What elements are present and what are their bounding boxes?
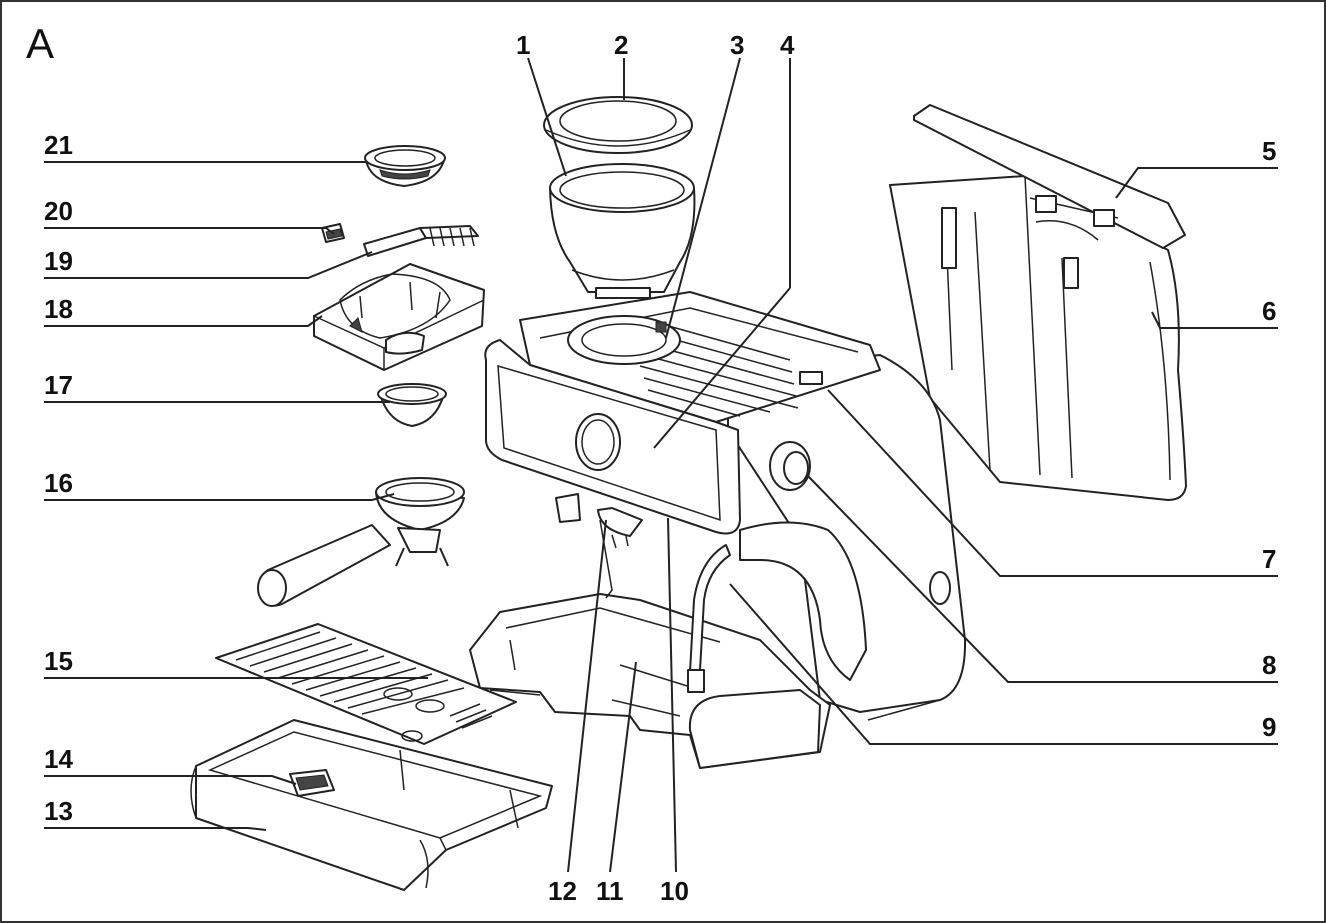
brew-group — [555, 493, 643, 549]
callout-8: 8 — [1262, 650, 1276, 680]
callout-2: 2 — [614, 30, 628, 60]
water-tank — [889, 175, 1187, 501]
callout-1: 1 — [516, 30, 530, 60]
callout-11: 11 — [596, 876, 624, 906]
callout-17: 17 — [44, 370, 73, 400]
portafilter — [257, 477, 465, 607]
callout-16: 16 — [44, 468, 73, 498]
cleaning-brush — [363, 225, 479, 257]
callout-4: 4 — [780, 30, 795, 60]
grinder-outlet — [567, 315, 681, 365]
bean-hopper — [549, 163, 696, 299]
callout-19: 19 — [44, 246, 73, 276]
callout-6: 6 — [1262, 296, 1276, 326]
tamping-mat — [313, 263, 485, 371]
top-control — [799, 371, 823, 385]
control-panel — [484, 339, 741, 535]
hopper-lid — [543, 96, 693, 154]
callout-12: 12 — [548, 876, 577, 906]
steam-knob — [769, 441, 811, 491]
filter-basket-small — [377, 383, 447, 427]
callout-20: 20 — [44, 196, 73, 226]
callout-13: 13 — [44, 796, 73, 826]
drip-tray — [190, 719, 553, 891]
callout-9: 9 — [1262, 712, 1276, 742]
water-tank-lid — [913, 104, 1186, 249]
filter-basket-large — [364, 145, 446, 187]
figure-label: A — [26, 20, 54, 67]
callout-3: 3 — [730, 30, 744, 60]
steam-wand — [687, 544, 731, 693]
callout-14: 14 — [44, 744, 73, 774]
callout-7: 7 — [1262, 544, 1276, 574]
callout-5: 5 — [1262, 136, 1276, 166]
leader-lines — [44, 57, 1278, 873]
callout-21: 21 — [44, 130, 73, 160]
machine-base — [469, 593, 831, 769]
callout-10: 10 — [660, 876, 689, 906]
water-level-float — [289, 769, 335, 797]
drip-tray-grid — [215, 623, 517, 745]
callout-18: 18 — [44, 294, 73, 324]
callout-labels: 1 2 3 4 5 6 7 8 9 10 11 12 13 14 15 16 1… — [44, 30, 1276, 906]
callout-15: 15 — [44, 646, 73, 676]
